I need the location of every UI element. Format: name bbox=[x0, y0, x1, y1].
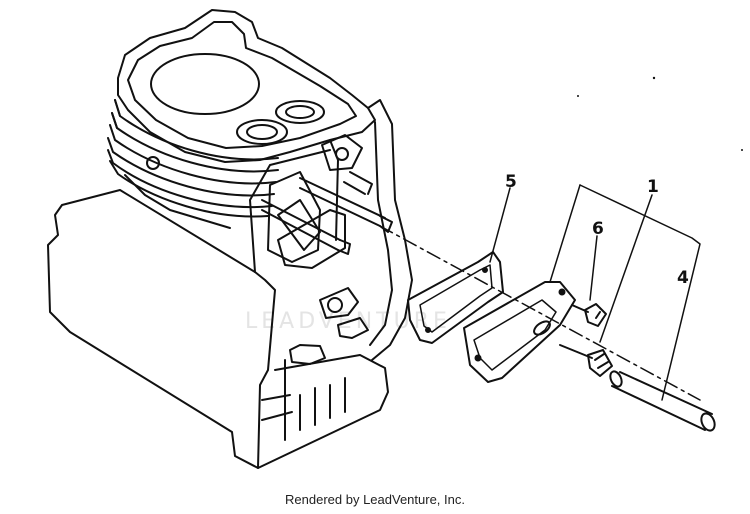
callout-5: 5 bbox=[505, 172, 517, 192]
breather-cover-part-1 bbox=[463, 281, 576, 383]
callout-6: 6 bbox=[592, 219, 604, 239]
engine-block bbox=[47, 9, 413, 469]
footer-credit: Rendered by LeadVenture, Inc. bbox=[285, 492, 465, 507]
gasket-part-5 bbox=[407, 251, 504, 344]
stray-dots bbox=[577, 76, 743, 151]
breather-tube-part-4 bbox=[609, 370, 716, 432]
callout-1: 1 bbox=[647, 177, 659, 197]
callout-4: 4 bbox=[677, 268, 689, 288]
callout-leaders bbox=[489, 184, 701, 401]
assembly-centerline bbox=[379, 225, 701, 401]
screw-part-6 bbox=[571, 303, 607, 327]
breather-fitting bbox=[559, 344, 613, 377]
